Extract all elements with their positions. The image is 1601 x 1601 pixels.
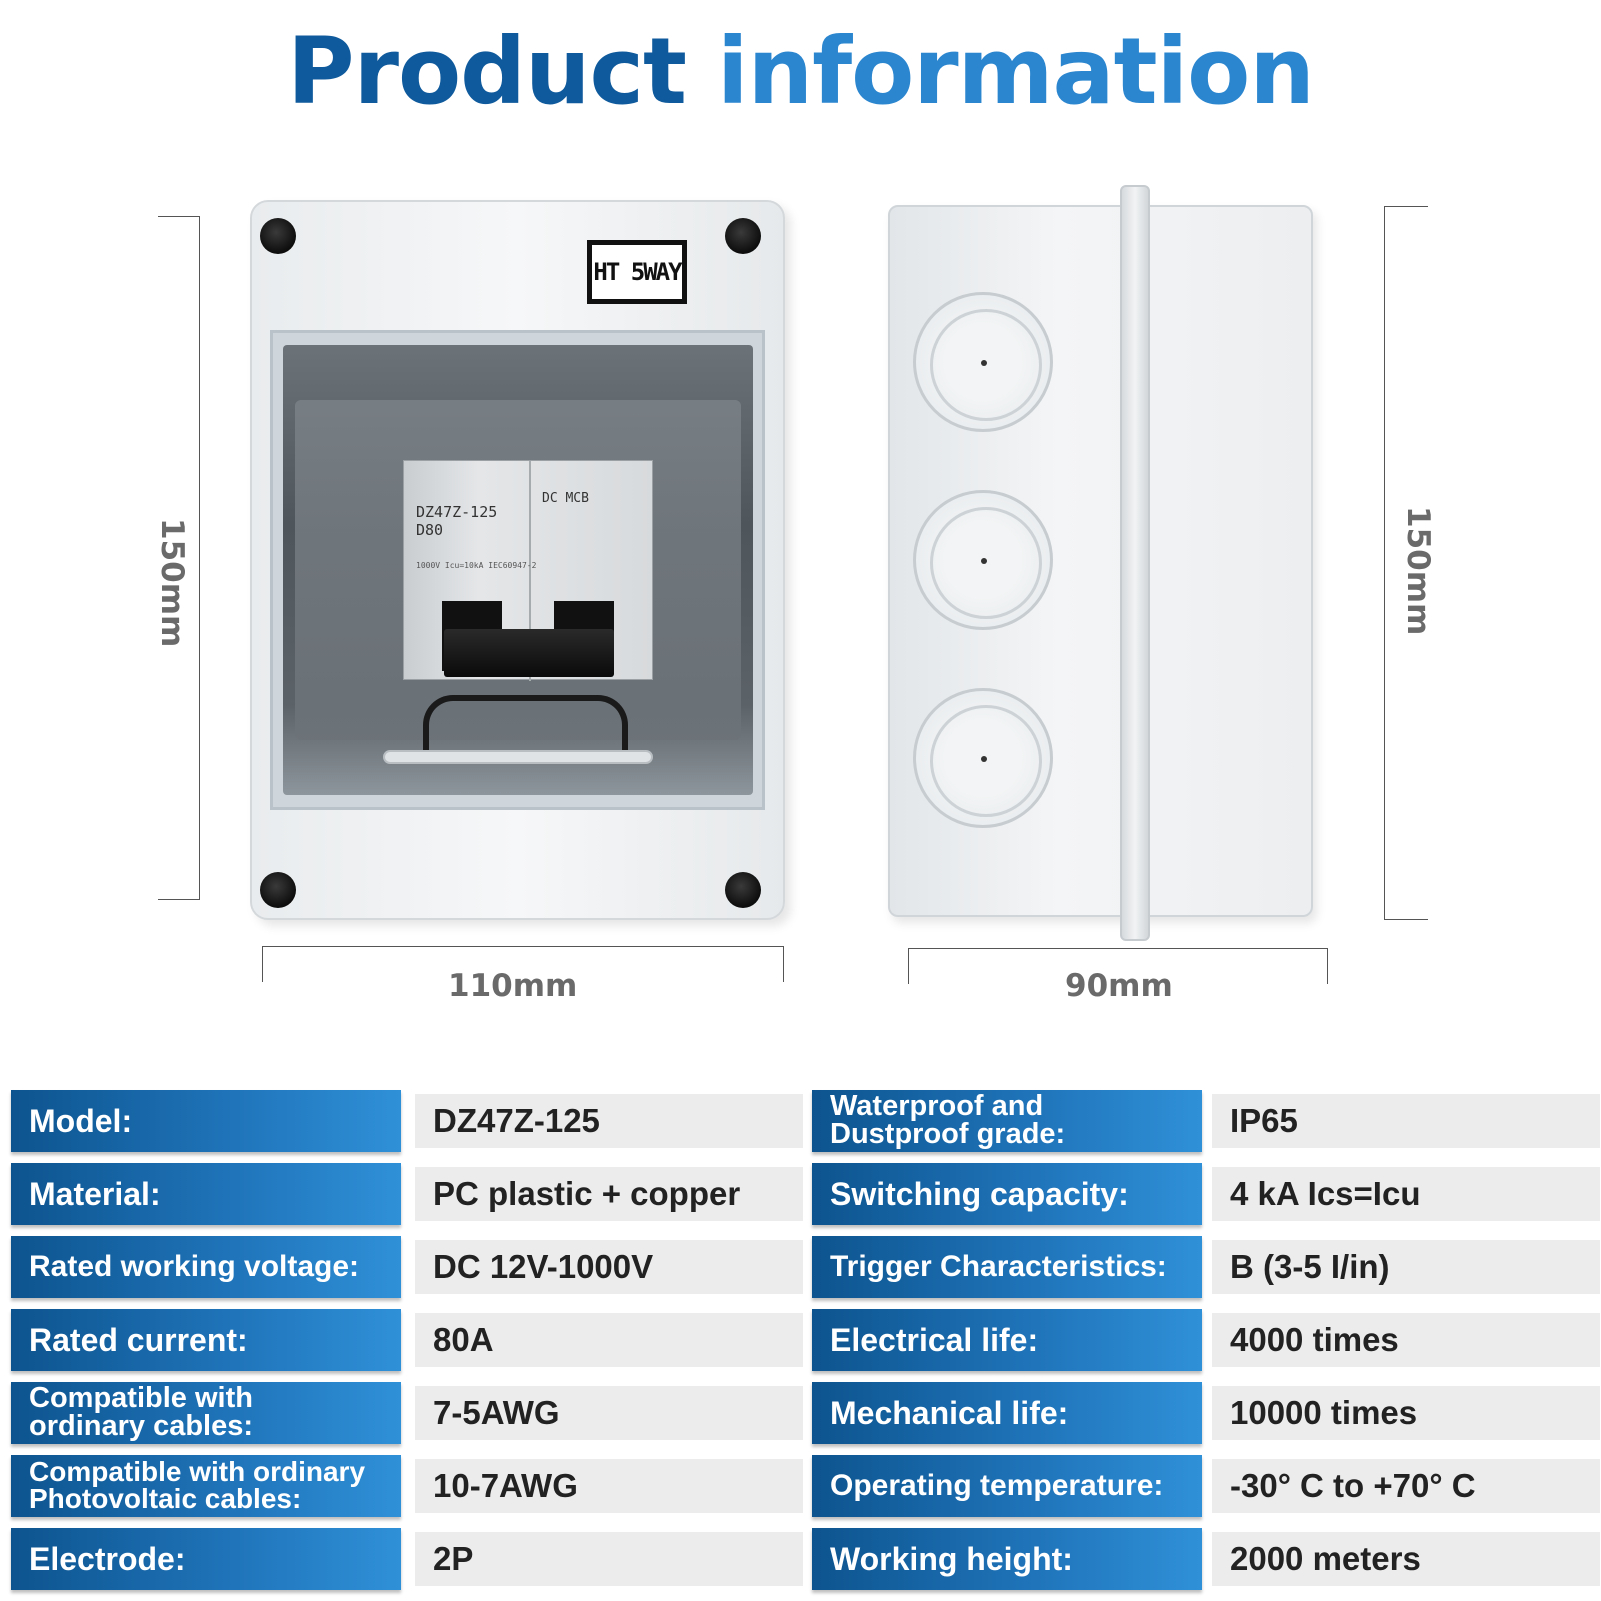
side-height-label: 150mm [1400, 506, 1436, 636]
page-title: Product information [0, 18, 1601, 125]
knockout-icon [913, 490, 1053, 630]
spec-value: DZ47Z-125 [415, 1094, 803, 1148]
screw-icon [260, 872, 296, 908]
screw-icon [725, 872, 761, 908]
spec-value: 2000 meters [1212, 1532, 1600, 1586]
spec-value: PC plastic + copper [415, 1167, 803, 1221]
transparent-window: DZ47Z-125 D80 DC MCB 1000V Icu=10kA IEC6… [270, 330, 765, 810]
spec-label: Waterproof and Dustproof grade: [812, 1090, 1202, 1152]
front-height-dimension-line [158, 216, 200, 900]
spec-label: Working height: [812, 1528, 1202, 1590]
spec-label: Compatible with ordinary cables: [11, 1382, 401, 1444]
spec-value: -30° C to +70° C [1212, 1459, 1600, 1513]
spec-value: 10-7AWG [415, 1459, 803, 1513]
spec-label: Model: [11, 1090, 401, 1152]
screw-icon [260, 218, 296, 254]
spec-value: 80A [415, 1313, 803, 1367]
spec-label: Rated current: [11, 1309, 401, 1371]
title-word-2: information [717, 18, 1315, 125]
front-width-label: 110mm [448, 968, 578, 1004]
circuit-breaker: DZ47Z-125 D80 DC MCB 1000V Icu=10kA IEC6… [403, 460, 653, 681]
spec-label: Trigger Characteristics: [812, 1236, 1202, 1298]
cover-handle [423, 695, 628, 755]
knockout-icon [913, 688, 1053, 828]
spec-label: Electrical life: [812, 1309, 1202, 1371]
spec-value: DC 12V-1000V [415, 1240, 803, 1294]
side-depth-label: 90mm [1065, 968, 1173, 1004]
spec-value: IP65 [1212, 1094, 1600, 1148]
spec-label: Material: [11, 1163, 401, 1225]
spec-label: Mechanical life: [812, 1382, 1202, 1444]
spec-value: 4 kA Ics=Icu [1212, 1167, 1600, 1221]
spec-value: 10000 times [1212, 1386, 1600, 1440]
breaker-model-text: DZ47Z-125 [416, 503, 498, 521]
side-height-dimension-line [1384, 206, 1428, 920]
enclosure-side-view [888, 185, 1313, 941]
spec-value: 4000 times [1212, 1313, 1600, 1367]
side-depth-dimension-line [908, 948, 1328, 984]
spec-value: B (3-5 I/in) [1212, 1240, 1600, 1294]
front-height-label: 150mm [154, 518, 190, 648]
breaker-toggle-bar [444, 629, 614, 677]
knockout-icon [913, 292, 1053, 432]
spec-label: Switching capacity: [812, 1163, 1202, 1225]
screw-icon [725, 218, 761, 254]
breaker-type-text: DC MCB [542, 491, 589, 506]
enclosure-label: HT 5WAY [587, 240, 687, 304]
enclosure-front-view: HT 5WAY DZ47Z-125 D80 DC MCB 1000V Icu=1… [250, 200, 785, 920]
breaker-rating-text: D80 [416, 521, 444, 539]
title-word-1: Product [287, 18, 687, 125]
breaker-small-text: 1000V Icu=10kA IEC60947-2 [416, 561, 537, 570]
lid-seam [1120, 185, 1150, 941]
front-width-dimension-line [262, 946, 784, 982]
spec-label: Operating temperature: [812, 1455, 1202, 1517]
spec-label: Rated working voltage: [11, 1236, 401, 1298]
spec-value: 2P [415, 1532, 803, 1586]
spec-label: Compatible with ordinary Photovoltaic ca… [11, 1455, 401, 1517]
spec-label: Electrode: [11, 1528, 401, 1590]
spec-value: 7-5AWG [415, 1386, 803, 1440]
